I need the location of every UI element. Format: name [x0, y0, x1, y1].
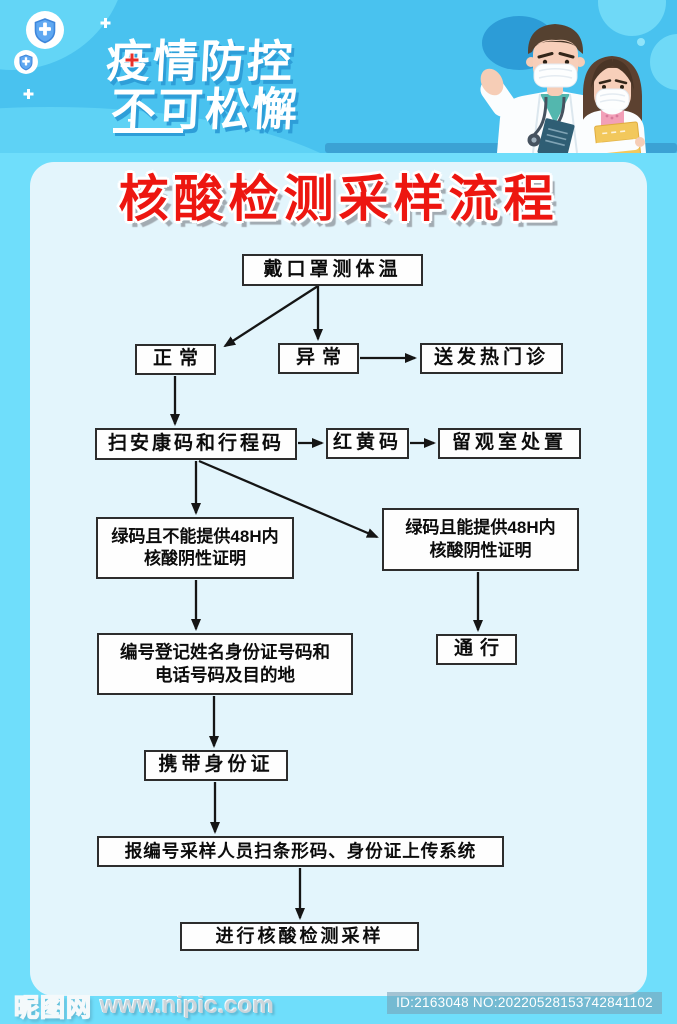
node-label: 戴口罩测体温 — [263, 258, 402, 280]
node-label-line2: 核酸阴性证明 — [429, 540, 532, 560]
flow-node-red-yellow-code: 红黄码 — [326, 428, 409, 459]
flow-node-abnormal: 异常 — [278, 343, 359, 374]
flow-node-report-number-scan-upload: 报编号采样人员扫条形码、身份证上传系统 — [97, 836, 504, 867]
node-label: 送发热门诊 — [433, 347, 549, 369]
site-url: www.nipic.com — [100, 992, 274, 1019]
node-label: 留观室处置 — [451, 432, 567, 454]
poster-title: 核酸检测采样流程 — [118, 169, 559, 228]
slogan-underline — [113, 128, 183, 133]
flow-node-wear-mask-measure-temperature: 戴口罩测体温 — [242, 254, 423, 286]
node-label: 携带身份证 — [158, 754, 274, 776]
doctor-book — [537, 118, 575, 153]
node-label-line1: 绿码且能提供48H内 — [405, 518, 556, 538]
shield-cross-icon — [26, 11, 64, 49]
site-logo-text: 昵图网 — [13, 993, 93, 1022]
blob-right — [650, 34, 677, 90]
dot-right — [637, 38, 645, 46]
node-label: 正常 — [152, 348, 205, 370]
flow-node-carry-id-card: 携带身份证 — [144, 750, 288, 781]
node-label-line2: 核酸阴性证明 — [144, 549, 246, 568]
flow-node-green-code-with-proof: 绿码且能提供48H内 核酸阴性证明 — [382, 508, 579, 571]
shield-cross-icon-small — [14, 50, 38, 74]
flow-node-register-info: 编号登记姓名身份证号码和 电话号码及目的地 — [97, 633, 353, 695]
flow-node-observation-room: 留观室处置 — [438, 428, 581, 459]
node-label: 扫安康码和行程码 — [107, 432, 284, 454]
flow-node-scan-health-travel-codes: 扫安康码和行程码 — [95, 428, 297, 460]
header-decoration-illustration — [0, 0, 677, 153]
site-watermark: 昵图网 www.nipic.com — [13, 991, 274, 1023]
nurse-figure — [578, 56, 646, 153]
flow-node-normal: 正常 — [135, 344, 216, 375]
plus-mark-icon — [23, 18, 137, 125]
image-id-badge: ID:2163048 NO:20220528153742841102 — [387, 992, 662, 1014]
flow-node-green-code-no-proof: 绿码且不能提供48H内 核酸阴性证明 — [96, 517, 294, 579]
node-label: 进行核酸检测采样 — [215, 925, 384, 946]
node-label-line1: 编号登记姓名身份证号码和 — [120, 642, 330, 663]
node-label: 报编号采样人员扫条形码、身份证上传系统 — [124, 841, 477, 862]
content-card — [30, 162, 647, 996]
flow-node-fever-clinic: 送发热门诊 — [420, 343, 563, 374]
red-cross-icon — [124, 52, 140, 68]
blob-top-right — [598, 0, 666, 36]
node-label: 通行 — [453, 638, 506, 660]
header-banner: 疫情防控 不可松懈 — [0, 0, 677, 153]
flow-node-pass: 通行 — [436, 634, 517, 665]
doctor-figure — [480, 24, 612, 153]
node-label-line2: 电话号码及目的地 — [155, 665, 295, 685]
node-label-line1: 绿码且不能提供48H内 — [111, 526, 279, 546]
flow-node-nucleic-acid-sampling: 进行核酸检测采样 — [180, 922, 419, 951]
node-label: 红黄码 — [332, 432, 402, 454]
header-slogan-line2: 不可松懈 — [109, 84, 301, 135]
node-label: 异常 — [295, 347, 348, 369]
